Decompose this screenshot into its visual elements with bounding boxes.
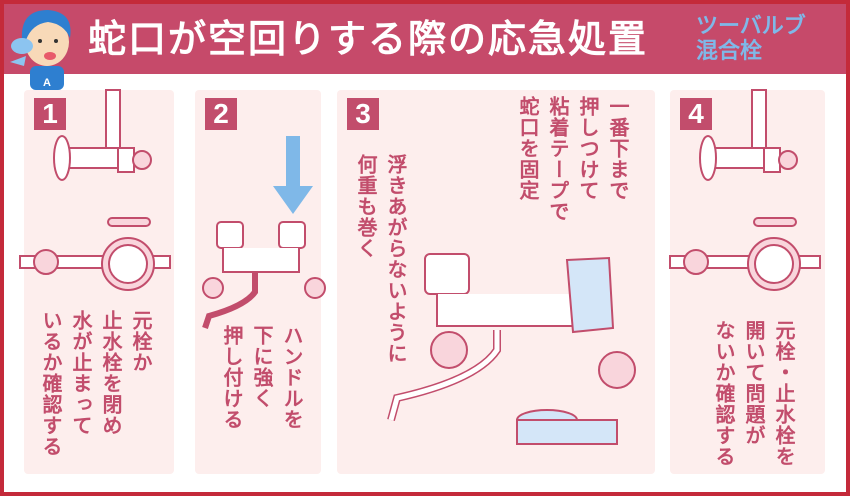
step-2-instruction: ハンドルを下に強く押し付ける — [220, 325, 304, 430]
step-number-badge: 1 — [34, 98, 66, 130]
water-meter-icon — [19, 217, 171, 291]
step-number-badge: 2 — [205, 98, 237, 130]
faucet-type-line1: ツーバルブ — [696, 14, 806, 39]
step-3-panel: 3 一番下まで押しつけて粘着テープで蛇口を固定 浮きあがらないように何重も巻く — [337, 90, 655, 474]
step-4-instruction: 元栓・止水栓を開いて問題がないか確認する — [712, 320, 796, 467]
faucet-type-label: ツーバルブ 混合栓 — [696, 14, 806, 64]
svg-text:A: A — [43, 77, 51, 89]
step-number-badge: 4 — [680, 98, 712, 130]
two-valve-faucet-icon — [202, 221, 326, 329]
step-number-badge: 3 — [347, 98, 379, 130]
step-1-panel: 1 元栓か止水栓を閉め水が止まっているか確認する — [19, 89, 174, 474]
header-banner: 蛇口が空回りする際の応急処置 ツーバルブ 混合栓 — [4, 4, 846, 74]
faucet-type-line2: 混合栓 — [696, 39, 763, 64]
water-meter-icon — [669, 217, 821, 291]
page-title: 蛇口が空回りする際の応急処置 — [88, 17, 649, 61]
shutoff-valve-icon — [699, 89, 798, 181]
step-4-panel: 4 元栓・止水栓を開いて問題がないか確認する — [669, 89, 825, 474]
step-1-instruction: 元栓か止水栓を閉め水が止まっているか確認する — [39, 310, 153, 457]
push-down-arrow-icon — [273, 136, 313, 214]
step-3-tape-instruction: 一番下まで押しつけて粘着テープで蛇口を固定 — [516, 96, 630, 222]
step-2-panel: 2 ハンドルを下に強く押し付ける — [195, 90, 326, 474]
worker-avatar-icon: A — [10, 10, 71, 90]
shutoff-valve-icon — [53, 89, 152, 181]
taped-faucet-icon — [387, 253, 636, 445]
step-3-wrap-note: 浮きあがらないように何重も巻く — [354, 154, 408, 364]
